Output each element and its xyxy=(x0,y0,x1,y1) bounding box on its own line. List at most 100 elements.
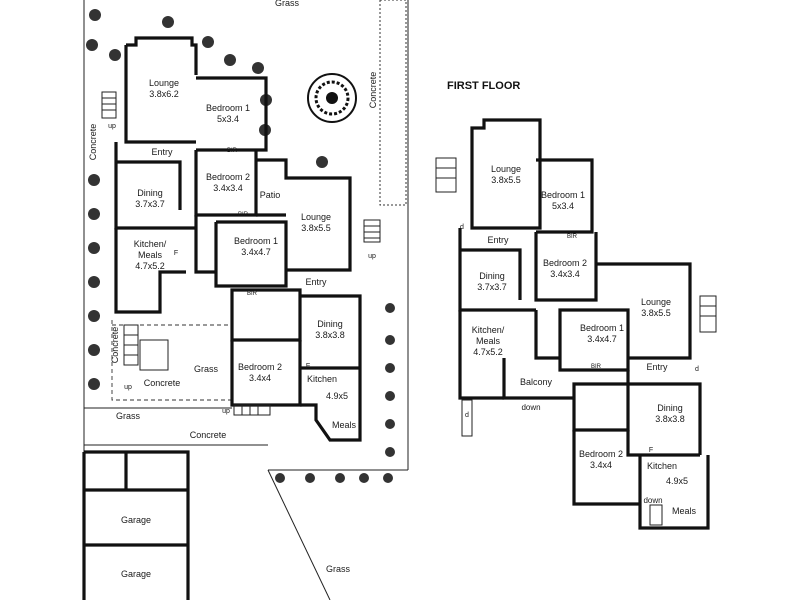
kitchen2-size: 4.9x5 xyxy=(326,391,348,401)
up-label: up xyxy=(368,253,376,260)
bedroom1-label: Bedroom 1 xyxy=(541,190,585,200)
d-label: d xyxy=(695,366,699,373)
stairs xyxy=(101,91,381,416)
tree-icon xyxy=(385,447,395,457)
lounge2-size: 3.8x5.5 xyxy=(641,308,671,318)
dining2-size: 3.8x3.8 xyxy=(315,330,345,340)
grass-label: Grass xyxy=(116,411,141,421)
tree-icon xyxy=(335,473,345,483)
tree-icon xyxy=(385,303,395,313)
lounge2-label: Lounge xyxy=(301,212,331,222)
kitchen-meals-label-2: Meals xyxy=(476,336,501,346)
bedroom2b-size: 3.4x4 xyxy=(249,373,271,383)
bedroom1b-label: Bedroom 1 xyxy=(234,236,278,246)
kitchen-meals-label-2: Meals xyxy=(138,250,163,260)
grass-label: Grass xyxy=(275,0,300,8)
up-label: up xyxy=(222,408,230,415)
bedroom1-label: Bedroom 1 xyxy=(206,103,250,113)
tree-icon xyxy=(305,473,315,483)
up-label: up xyxy=(124,384,132,391)
tree-icon xyxy=(88,310,100,322)
tree-icon xyxy=(385,335,395,345)
ground-floor-walls xyxy=(114,36,362,442)
up-label: up xyxy=(108,123,116,130)
d-label: d xyxy=(465,412,469,419)
tree-icon xyxy=(88,174,100,186)
kitchen-meals-size: 4.7x5.2 xyxy=(473,347,503,357)
kitchen2-size: 4.9x5 xyxy=(666,476,688,486)
entry-label: Entry xyxy=(487,235,509,245)
tree-icon xyxy=(383,473,393,483)
tree-icon xyxy=(109,49,121,61)
kitchen-meals-label: Kitchen/ xyxy=(134,239,167,249)
tree-icon xyxy=(88,242,100,254)
fridge-label: F xyxy=(174,250,178,257)
down-label: down xyxy=(643,496,662,505)
concrete-label: Concrete xyxy=(368,72,378,109)
grass-label: Grass xyxy=(194,364,219,374)
lounge2-size: 3.8x5.5 xyxy=(301,223,331,233)
dining-label: Dining xyxy=(479,271,505,281)
dining-label: Dining xyxy=(137,188,163,198)
tree-icon xyxy=(252,62,264,74)
bedroom1b-size: 3.4x4.7 xyxy=(241,247,271,257)
kitchen2-label: Kitchen xyxy=(307,374,337,384)
bedroom1b-size: 3.4x4.7 xyxy=(587,334,617,344)
concrete-label: Concrete xyxy=(144,378,181,388)
dining-size: 3.7x3.7 xyxy=(135,199,165,209)
dining2-label: Dining xyxy=(317,319,343,329)
bedroom2-size: 3.4x3.4 xyxy=(550,269,580,279)
tree-icon xyxy=(385,391,395,401)
grass-label: Grass xyxy=(326,564,351,574)
garage-label: Garage xyxy=(121,569,151,579)
tree-icon xyxy=(88,276,100,288)
tree-icon xyxy=(162,16,174,28)
tree-icon xyxy=(275,473,285,483)
fridge-label: F xyxy=(306,363,310,370)
kitchen-meals-label: Kitchen/ xyxy=(472,325,505,335)
bedroom2b-size: 3.4x4 xyxy=(590,460,612,470)
tree-icon xyxy=(86,39,98,51)
dining2-label: Dining xyxy=(657,403,683,413)
meals-label: Meals xyxy=(672,506,697,516)
tree-icon xyxy=(202,36,214,48)
bir-label: BIR xyxy=(591,364,602,370)
concrete-label: Concrete xyxy=(88,124,98,161)
bedroom1b-label: Bedroom 1 xyxy=(580,323,624,333)
bir-label: BIR xyxy=(567,234,578,240)
tree-icon xyxy=(359,473,369,483)
lounge-size: 3.8x6.2 xyxy=(149,89,179,99)
bedroom2-label: Bedroom 2 xyxy=(206,172,250,182)
fridge-label: F xyxy=(649,447,653,454)
balcony-label: Balcony xyxy=(520,377,553,387)
bedroom2b-label: Bedroom 2 xyxy=(238,362,282,372)
first-floor-walls xyxy=(458,118,710,530)
first-floor-stairs xyxy=(435,157,717,526)
kitchen2-label: Kitchen xyxy=(647,461,677,471)
d-label: d xyxy=(460,224,464,231)
floor-title: FIRST FLOOR xyxy=(447,80,520,92)
bedroom1-size: 5x3.4 xyxy=(552,201,574,211)
entry2-label: Entry xyxy=(305,277,327,287)
large-tree-icon xyxy=(307,73,357,123)
tree-icon xyxy=(89,9,101,21)
concrete-label: Concrete xyxy=(110,327,120,364)
bir-label: BIR xyxy=(238,212,249,218)
bedroom2-size: 3.4x3.4 xyxy=(213,183,243,193)
bedroom1-size: 5x3.4 xyxy=(217,114,239,124)
entry2-label: Entry xyxy=(646,362,668,372)
tree-icon xyxy=(88,208,100,220)
tree-icon xyxy=(385,419,395,429)
bedroom2-label: Bedroom 2 xyxy=(543,258,587,268)
tree-icon xyxy=(316,156,328,168)
pit xyxy=(139,339,169,371)
patio-label: Patio xyxy=(260,190,281,200)
tree-icon xyxy=(88,378,100,390)
lounge-label: Lounge xyxy=(149,78,179,88)
down-label: down xyxy=(521,403,540,412)
lounge-size: 3.8x5.5 xyxy=(491,175,521,185)
dining2-size: 3.8x3.8 xyxy=(655,414,685,424)
concrete-label: Concrete xyxy=(190,430,227,440)
trees xyxy=(86,9,395,483)
